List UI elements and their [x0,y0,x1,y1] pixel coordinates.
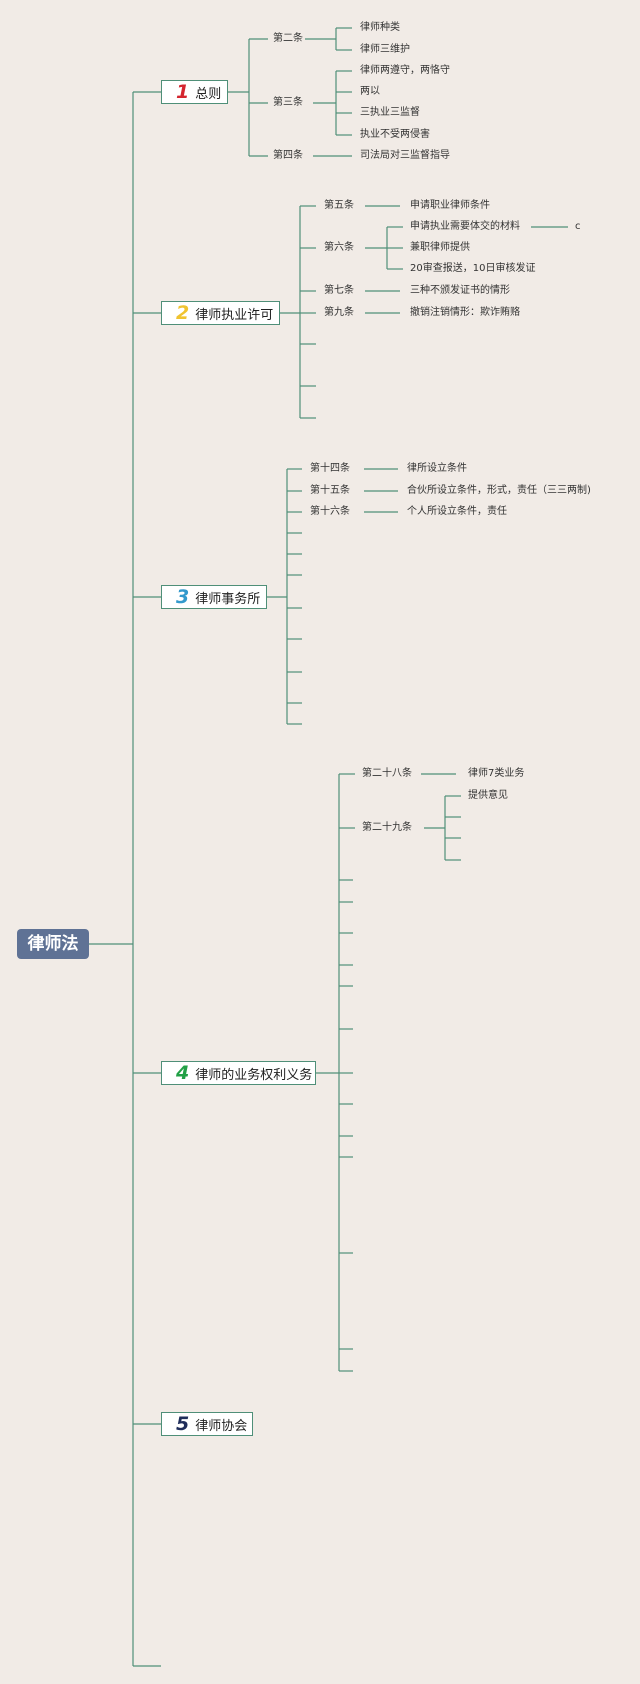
leaf-node[interactable]: 执业不受两侵害 [360,129,430,140]
leaf-node[interactable]: 提供意见 [468,790,508,801]
branch-number: 5 [176,1413,190,1435]
article-node[interactable]: 第六条 [324,242,354,253]
branch-bar-association[interactable]: 5 律师协会 [161,1412,253,1436]
article-node[interactable]: 第二十八条 [362,768,412,779]
branch-number: 3 [176,586,190,608]
leaf-node[interactable]: 两以 [360,86,380,97]
article-node[interactable]: 第五条 [324,200,354,211]
leaf-node[interactable]: 三执业三监督 [360,107,420,118]
leaf-node[interactable]: 律师种类 [360,22,400,33]
leaf-node[interactable]: 三种不颁发证书的情形 [410,285,510,296]
article-node[interactable]: 第二条 [273,33,303,44]
article-node[interactable]: 第十四条 [310,463,350,474]
branch-law-firm[interactable]: 3 律师事务所 [161,585,267,609]
leaf-node[interactable]: 律师7类业务 [468,768,525,779]
leaf-node[interactable]: c [575,221,581,232]
leaf-node[interactable]: 撤销注销情形：欺诈贿赂 [410,307,520,318]
root-node[interactable]: 律师法 [17,929,89,959]
branch-number: 1 [176,81,190,103]
article-node[interactable]: 第四条 [273,150,303,161]
leaf-node[interactable]: 律师三维护 [360,44,410,55]
article-node[interactable]: 第九条 [324,307,354,318]
article-node[interactable]: 第二十九条 [362,822,412,833]
branch-label: 律师执业许可 [195,307,274,323]
article-node[interactable]: 第十五条 [310,485,350,496]
leaf-node[interactable]: 个人所设立条件，责任 [407,506,507,517]
leaf-node[interactable]: 20审查报送，10日审核发证 [410,263,536,274]
leaf-node[interactable]: 司法局对三监督指导 [360,150,450,161]
leaf-node[interactable]: 兼职律师提供 [410,242,470,253]
leaf-node[interactable]: 申请执业需要体交的材料 [410,221,520,232]
leaf-node[interactable]: 律所设立条件 [407,463,467,474]
leaf-node[interactable]: 申请职业律师条件 [410,200,490,211]
branch-label: 总则 [195,86,222,102]
branch-number: 4 [176,1062,190,1084]
branch-general-provisions[interactable]: 1 总则 [161,80,228,104]
article-node[interactable]: 第三条 [273,97,303,108]
article-node[interactable]: 第十六条 [310,506,350,517]
branch-number: 2 [176,302,190,324]
leaf-node[interactable]: 律师两遵守，两恪守 [360,65,450,76]
branch-practice-license[interactable]: 2 律师执业许可 [161,301,280,325]
branch-label: 律师协会 [195,1418,248,1434]
branch-label: 律师的业务权利义务 [195,1067,313,1083]
branch-business-rights-duties[interactable]: 4 律师的业务权利义务 [161,1061,316,1085]
branch-label: 律师事务所 [195,591,261,607]
article-node[interactable]: 第七条 [324,285,354,296]
leaf-node[interactable]: 合伙所设立条件，形式，责任（三三两制) [407,485,591,496]
